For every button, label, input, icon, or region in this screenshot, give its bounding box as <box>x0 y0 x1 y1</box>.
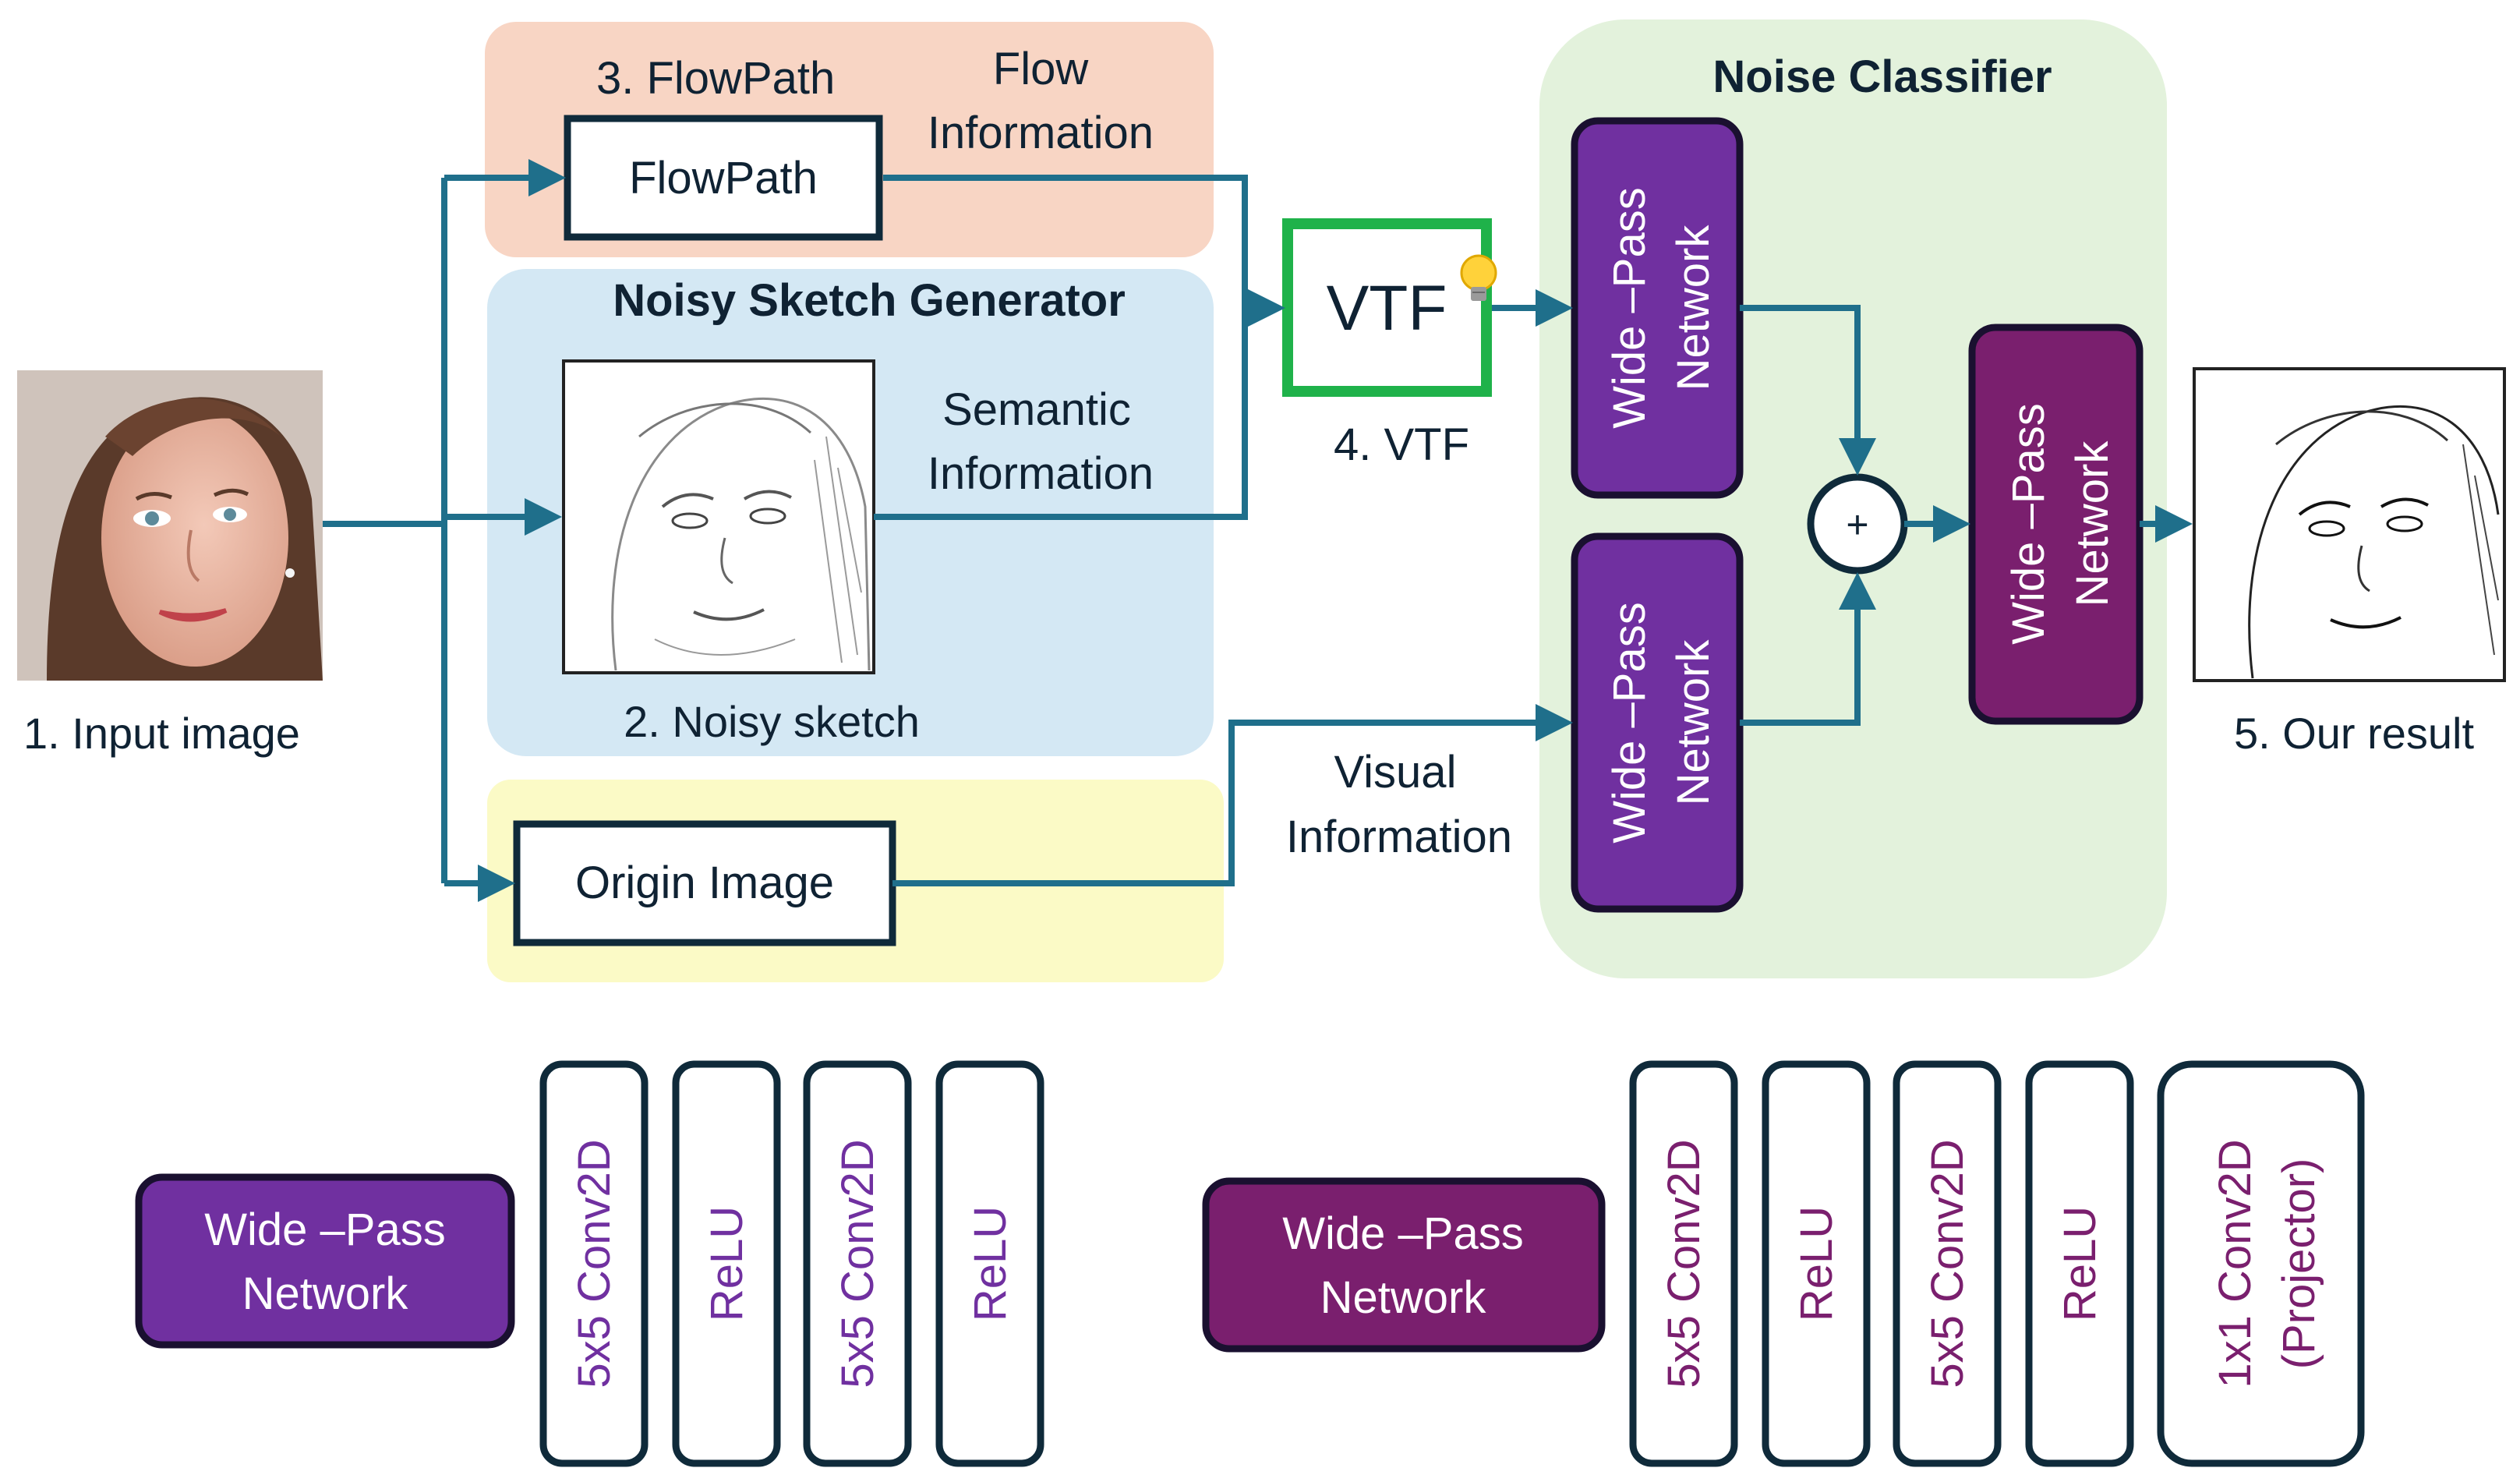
flow-info-line2: Information <box>928 108 1154 158</box>
sum-node: + <box>1807 473 1908 575</box>
legend-right-projector <box>2157 1060 2365 1467</box>
wide-pass-network-top: Wide –Pass Network <box>1571 117 1744 499</box>
legend-right: Wide –Pass Network 5x5 Conv2D ReLU 5x5 C… <box>1202 1060 2365 1467</box>
legend-left-line1: Wide –Pass <box>204 1204 445 1255</box>
input-image <box>17 370 323 681</box>
vtf-box <box>1282 218 1492 397</box>
legend-left-layer-2 <box>672 1060 781 1467</box>
legend-left-layer-4-label: ReLU <box>965 1206 1016 1321</box>
legend-right-network <box>1202 1177 1606 1353</box>
connectors <box>323 159 2193 902</box>
sketch-caption: 2. Noisy sketch <box>624 697 920 746</box>
wide-pass-top-line2: Network <box>1668 225 1719 391</box>
legend-left-layer-3-label: 5x5 Conv2D <box>832 1139 883 1388</box>
result-caption: 5. Our result <box>2234 709 2475 758</box>
legend-right-layer-2 <box>1762 1060 1871 1467</box>
legend-right-projector-line2: (Projector) <box>2274 1158 2324 1370</box>
legend-left-layer-4 <box>935 1060 1044 1467</box>
legend-right-projector-line1: 1x1 Conv2D <box>2210 1139 2260 1388</box>
wide-pass-final-line1: Wide –Pass <box>2003 403 2054 644</box>
visual-info-line2: Information <box>1286 812 1512 862</box>
connector-top-net-to-sum <box>1740 305 1876 476</box>
legend-left-layer-3 <box>803 1060 912 1467</box>
wide-pass-network-final: Wide –Pass Network <box>1968 324 2144 725</box>
result-image <box>2193 367 2506 682</box>
connector-bottom-net-to-sum <box>1740 572 1876 726</box>
legend-right-layer-3 <box>1893 1060 2002 1467</box>
connector-visual-to-net <box>892 704 1573 886</box>
legend-right-line2: Network <box>1320 1272 1487 1323</box>
legend-right-layer-1-label: 5x5 Conv2D <box>1659 1139 1709 1388</box>
legend-right-layer-1 <box>1629 1060 1738 1467</box>
wide-pass-top-line1: Wide –Pass <box>1604 187 1655 428</box>
legend-left-layer-1-label: 5x5 Conv2D <box>569 1139 620 1388</box>
legend-right-line1: Wide –Pass <box>1282 1208 1523 1259</box>
legend-left-layer-1 <box>539 1060 649 1467</box>
sum-symbol: + <box>1846 503 1868 546</box>
semantic-info-line2: Information <box>928 448 1154 499</box>
wide-pass-final-line2: Network <box>2067 440 2118 607</box>
legend-right-layer-2-label: ReLU <box>1791 1206 1842 1321</box>
wide-pass-bottom-line1: Wide –Pass <box>1604 602 1655 843</box>
noisy-sketch-image <box>562 359 875 674</box>
legend-left-line2: Network <box>242 1268 409 1319</box>
connector-flow-to-vtf <box>883 175 1285 327</box>
classifier-title: Noise Classifier <box>1712 51 2052 102</box>
input-caption: 1. Input image <box>23 709 300 758</box>
flow-info-line1: Flow <box>993 44 1090 94</box>
origin-image-label: Origin Image <box>575 858 834 908</box>
vtf-label: VTF <box>1327 273 1447 344</box>
visual-info-line1: Visual <box>1334 747 1457 798</box>
connector-semantic-to-vtf <box>874 308 1248 520</box>
semantic-info-line1: Semantic <box>942 384 1131 435</box>
flowpath-title: 3. FlowPath <box>596 53 835 104</box>
origin-image-box <box>513 820 896 946</box>
lightbulb-icon <box>1460 254 1497 301</box>
legend-right-layer-4-label: ReLU <box>2055 1206 2105 1321</box>
legend-right-layer-4 <box>2025 1060 2134 1467</box>
flowpath-box <box>564 115 883 241</box>
wide-pass-bottom-line2: Network <box>1668 639 1719 806</box>
flowpath-box-label: FlowPath <box>629 153 818 203</box>
sketch-group-title: Noisy Sketch Generator <box>613 275 1126 326</box>
legend-right-layer-3-label: 5x5 Conv2D <box>1922 1139 1973 1388</box>
legend-left-network <box>135 1173 515 1349</box>
legend-left: Wide –Pass Network 5x5 Conv2D ReLU 5x5 C… <box>135 1060 1044 1467</box>
vtf-caption: 4. VTF <box>1334 419 1469 470</box>
legend-left-layer-2-label: ReLU <box>702 1206 752 1321</box>
wide-pass-network-bottom: Wide –Pass Network <box>1571 532 1744 913</box>
